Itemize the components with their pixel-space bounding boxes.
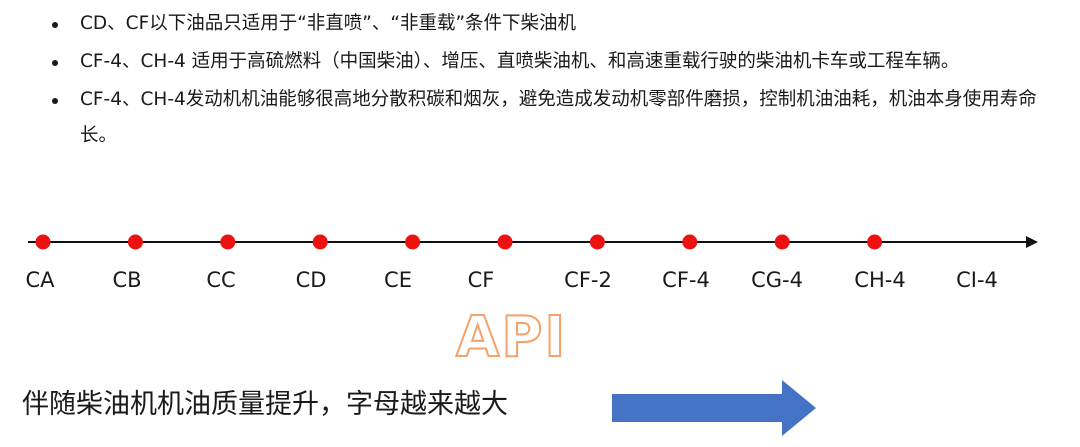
timeline-grade-label: CA bbox=[25, 268, 55, 292]
timeline-grade-label: CH-4 bbox=[854, 268, 905, 292]
timeline-grade-label: CE bbox=[384, 268, 412, 292]
timeline-dot bbox=[127, 234, 143, 250]
timeline-arrowhead bbox=[1026, 236, 1038, 248]
right-arrow-shape bbox=[612, 380, 816, 436]
timeline-grade-label: CF-2 bbox=[564, 268, 612, 292]
right-arrow-icon bbox=[612, 380, 816, 436]
timeline-dot bbox=[405, 234, 421, 250]
timeline-grade-label: CD bbox=[296, 268, 327, 292]
bullet-item-1: CD、CF以下油品只适用于“非直喷”、“非重载”条件下柴油机 bbox=[48, 6, 1048, 42]
timeline-grade-label: CC bbox=[206, 268, 235, 292]
timeline-dot bbox=[589, 234, 605, 250]
footer-caption: 伴随柴油机机油质量提升，字母越来越大 bbox=[22, 389, 508, 420]
timeline-grade-label: CG-4 bbox=[751, 268, 803, 292]
timeline-dot bbox=[497, 234, 513, 250]
timeline-dot bbox=[220, 234, 236, 250]
bullet-item-3: CF-4、CH-4发动机机油能够很高地分散积碳和烟灰，避免造成发动机零部件磨损，… bbox=[48, 82, 1048, 154]
timeline-grade-label: CI-4 bbox=[956, 268, 998, 292]
bullet-item-2: CF-4、CH-4 适用于高硫燃料（中国柴油）、增压、直喷柴油机、和高速重载行驶… bbox=[48, 44, 1048, 80]
bullet-list: CD、CF以下油品只适用于“非直喷”、“非重载”条件下柴油机 CF-4、CH-4… bbox=[48, 6, 1048, 154]
timeline-dot bbox=[35, 234, 51, 250]
timeline-dot bbox=[312, 234, 328, 250]
timeline-grade-label: CB bbox=[112, 268, 141, 292]
timeline-dot bbox=[867, 234, 883, 250]
timeline-dot bbox=[774, 234, 790, 250]
api-title: API bbox=[455, 305, 568, 370]
timeline-dot bbox=[682, 234, 698, 250]
timeline-grade-label: CF-4 bbox=[662, 268, 710, 292]
timeline-grade-label: CF bbox=[468, 268, 495, 292]
api-grade-timeline: CA CB CC CD CE CF CF-2 CF-4 CG-4 CH-4 CI-4 bbox=[25, 234, 1038, 292]
